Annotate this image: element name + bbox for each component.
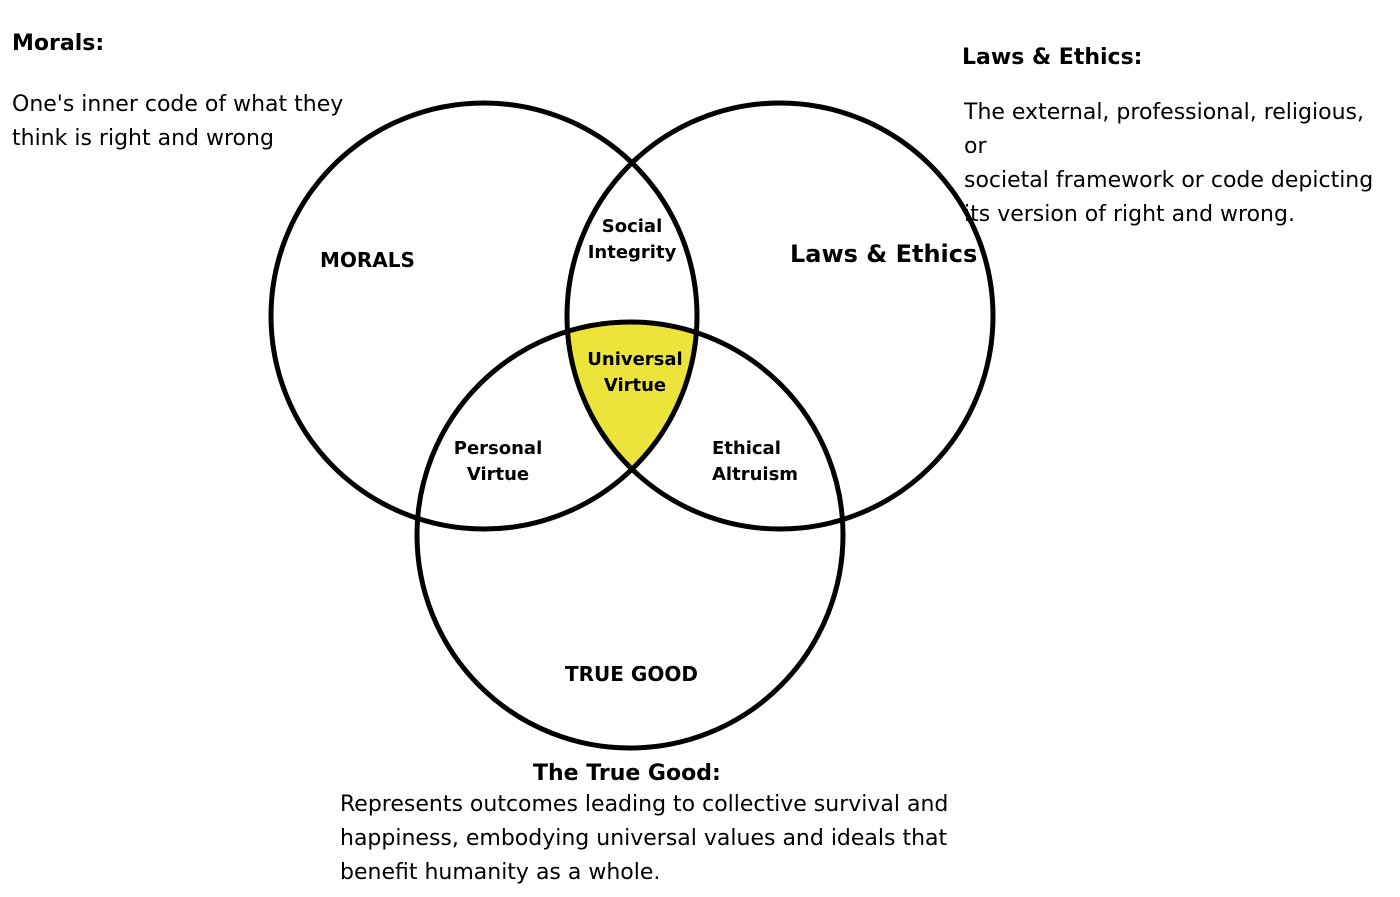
- morals-circle: [268, 100, 700, 532]
- true-good-set-label: TRUE GOOD: [565, 662, 698, 686]
- laws-ethics-circle: [564, 100, 996, 532]
- true-good-description-line: benefit humanity as a whole.: [340, 860, 661, 885]
- laws-ethics-heading: Laws & Ethics:: [962, 45, 1143, 70]
- laws-ethics-description-line: its version of right and wrong.: [964, 202, 1295, 227]
- personal-virtue-line: Personal: [453, 438, 543, 459]
- true-good-description-text: Represents outcomes leading to collectiv…: [340, 788, 960, 890]
- true-good-description-line: happiness, embodying universal values an…: [340, 826, 948, 851]
- social-integrity-line: Integrity: [587, 242, 677, 263]
- laws-ethics-description-text: The external, professional, religious, o…: [964, 96, 1392, 232]
- morals-description: Morals: One's inner code of what they th…: [12, 30, 372, 156]
- true-good-description: The True Good: Represents outcomes leadi…: [340, 760, 960, 890]
- laws-ethics-description: Laws & Ethics: The external, professiona…: [962, 44, 1392, 232]
- laws-ethics-description-line: societal framework or code depicting: [964, 168, 1374, 193]
- universal-virtue-line: Universal: [587, 349, 683, 370]
- personal-virtue-label: Personal Virtue: [438, 436, 558, 488]
- laws-ethics-set-label: Laws & Ethics: [790, 240, 978, 268]
- social-integrity-line: Social: [601, 216, 663, 237]
- universal-virtue-line: Virtue: [603, 375, 667, 396]
- morals-description-line: One's inner code of what they: [12, 92, 344, 117]
- ethical-altruism-label: Ethical Altruism: [690, 436, 814, 488]
- morals-description-line: think is right and wrong: [12, 126, 274, 151]
- true-good-circle: [414, 319, 846, 751]
- universal-virtue-label: Universal Virtue: [575, 347, 695, 399]
- true-good-description-line: Represents outcomes leading to collectiv…: [340, 792, 949, 817]
- true-good-heading: The True Good:: [533, 761, 721, 786]
- laws-ethics-description-line: The external, professional, religious, o…: [964, 100, 1364, 159]
- personal-virtue-line: Virtue: [466, 464, 530, 485]
- ethical-altruism-line: Ethical: [712, 438, 781, 459]
- ethical-altruism-line: Altruism: [712, 464, 799, 485]
- morals-heading: Morals:: [12, 31, 105, 56]
- social-integrity-label: Social Integrity: [572, 214, 692, 266]
- morals-set-label: MORALS: [320, 248, 415, 272]
- morals-description-text: One's inner code of what they think is r…: [12, 88, 372, 156]
